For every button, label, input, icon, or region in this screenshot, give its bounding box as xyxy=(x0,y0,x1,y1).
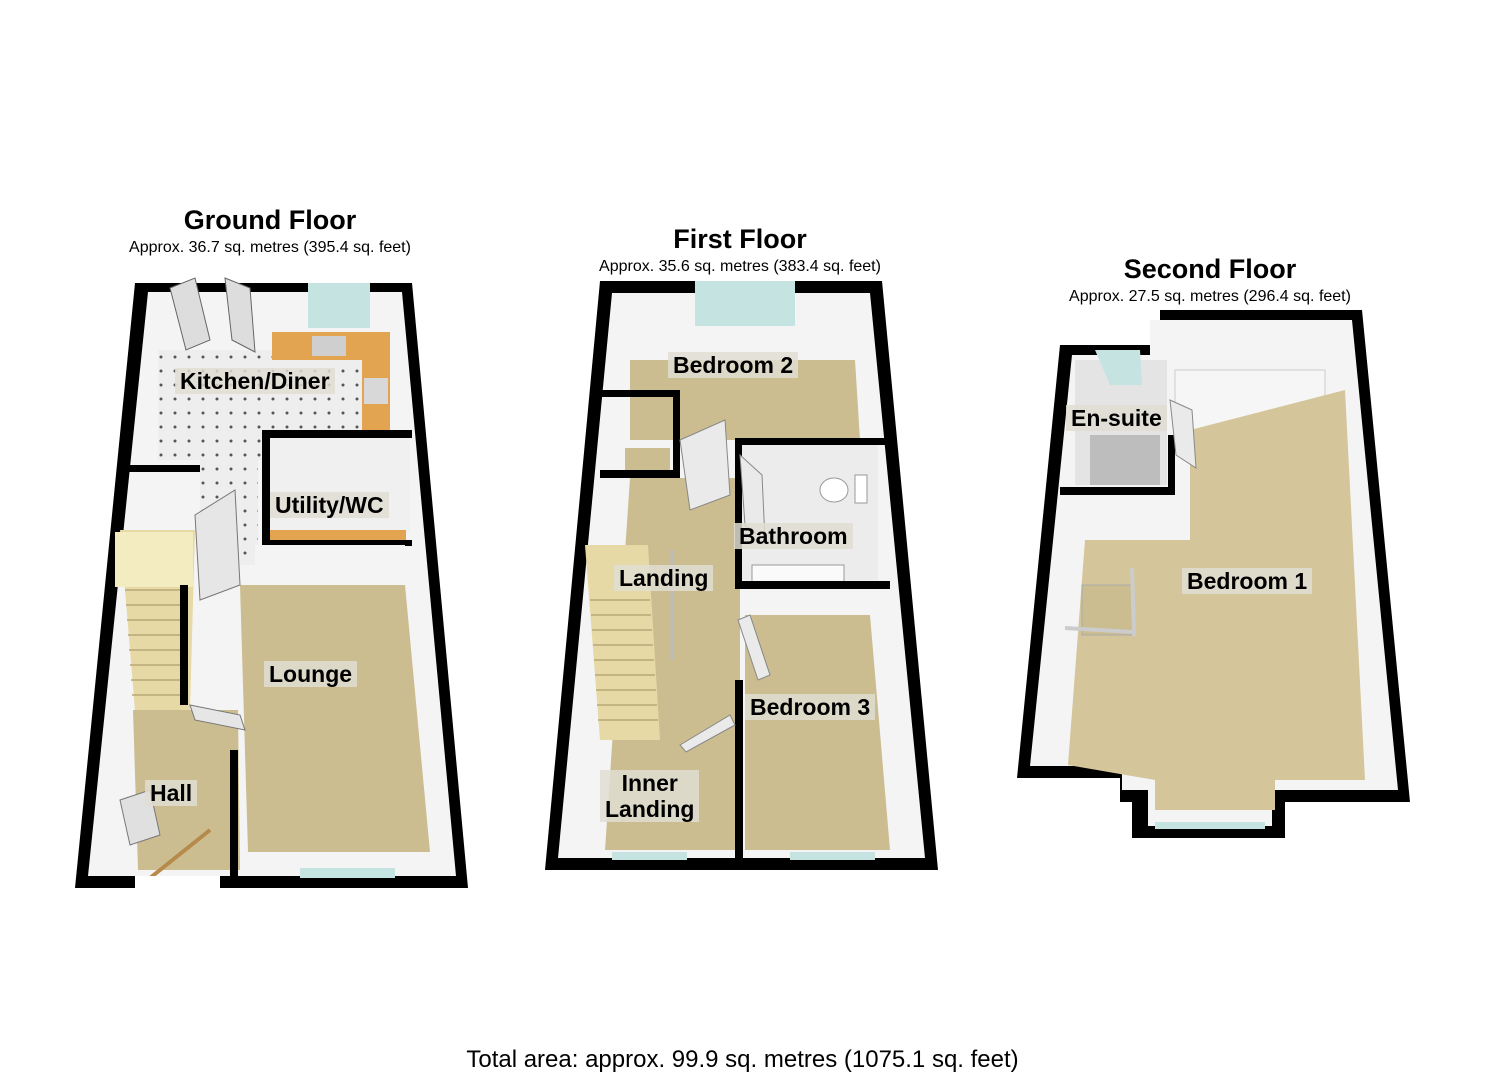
total-area: Total area: approx. 99.9 sq. metres (107… xyxy=(466,1046,1019,1073)
room-label-kitchen-diner: Kitchen/Diner xyxy=(175,368,335,394)
first-floor-title: First Floor xyxy=(673,224,807,254)
first-floor-area: Approx. 35.6 sq. metres (383.4 sq. feet) xyxy=(599,258,881,275)
room-label-en-suite: En-suite xyxy=(1066,405,1167,431)
second-floor-title: Second Floor xyxy=(1123,254,1297,284)
room-label-bedroom-1: Bedroom 1 xyxy=(1182,568,1313,594)
second-floor-area: Approx. 27.5 sq. metres (296.4 sq. feet) xyxy=(1069,288,1351,305)
ground-floor-plan xyxy=(75,277,468,890)
room-label-inner-landing: Inner Landing xyxy=(600,770,700,822)
ground-floor-title: Ground Floor xyxy=(183,205,357,235)
room-label-lounge: Lounge xyxy=(264,661,358,687)
room-label-bathroom: Bathroom xyxy=(734,523,853,549)
room-label-bedroom-2: Bedroom 2 xyxy=(668,352,799,378)
room-label-hall: Hall xyxy=(145,780,198,806)
room-label-bedroom-3: Bedroom 3 xyxy=(745,694,876,720)
room-label-landing: Landing xyxy=(614,565,714,591)
ground-floor-area: Approx. 36.7 sq. metres (395.4 sq. feet) xyxy=(129,239,411,256)
room-label-utility-wc: Utility/WC xyxy=(270,492,389,518)
